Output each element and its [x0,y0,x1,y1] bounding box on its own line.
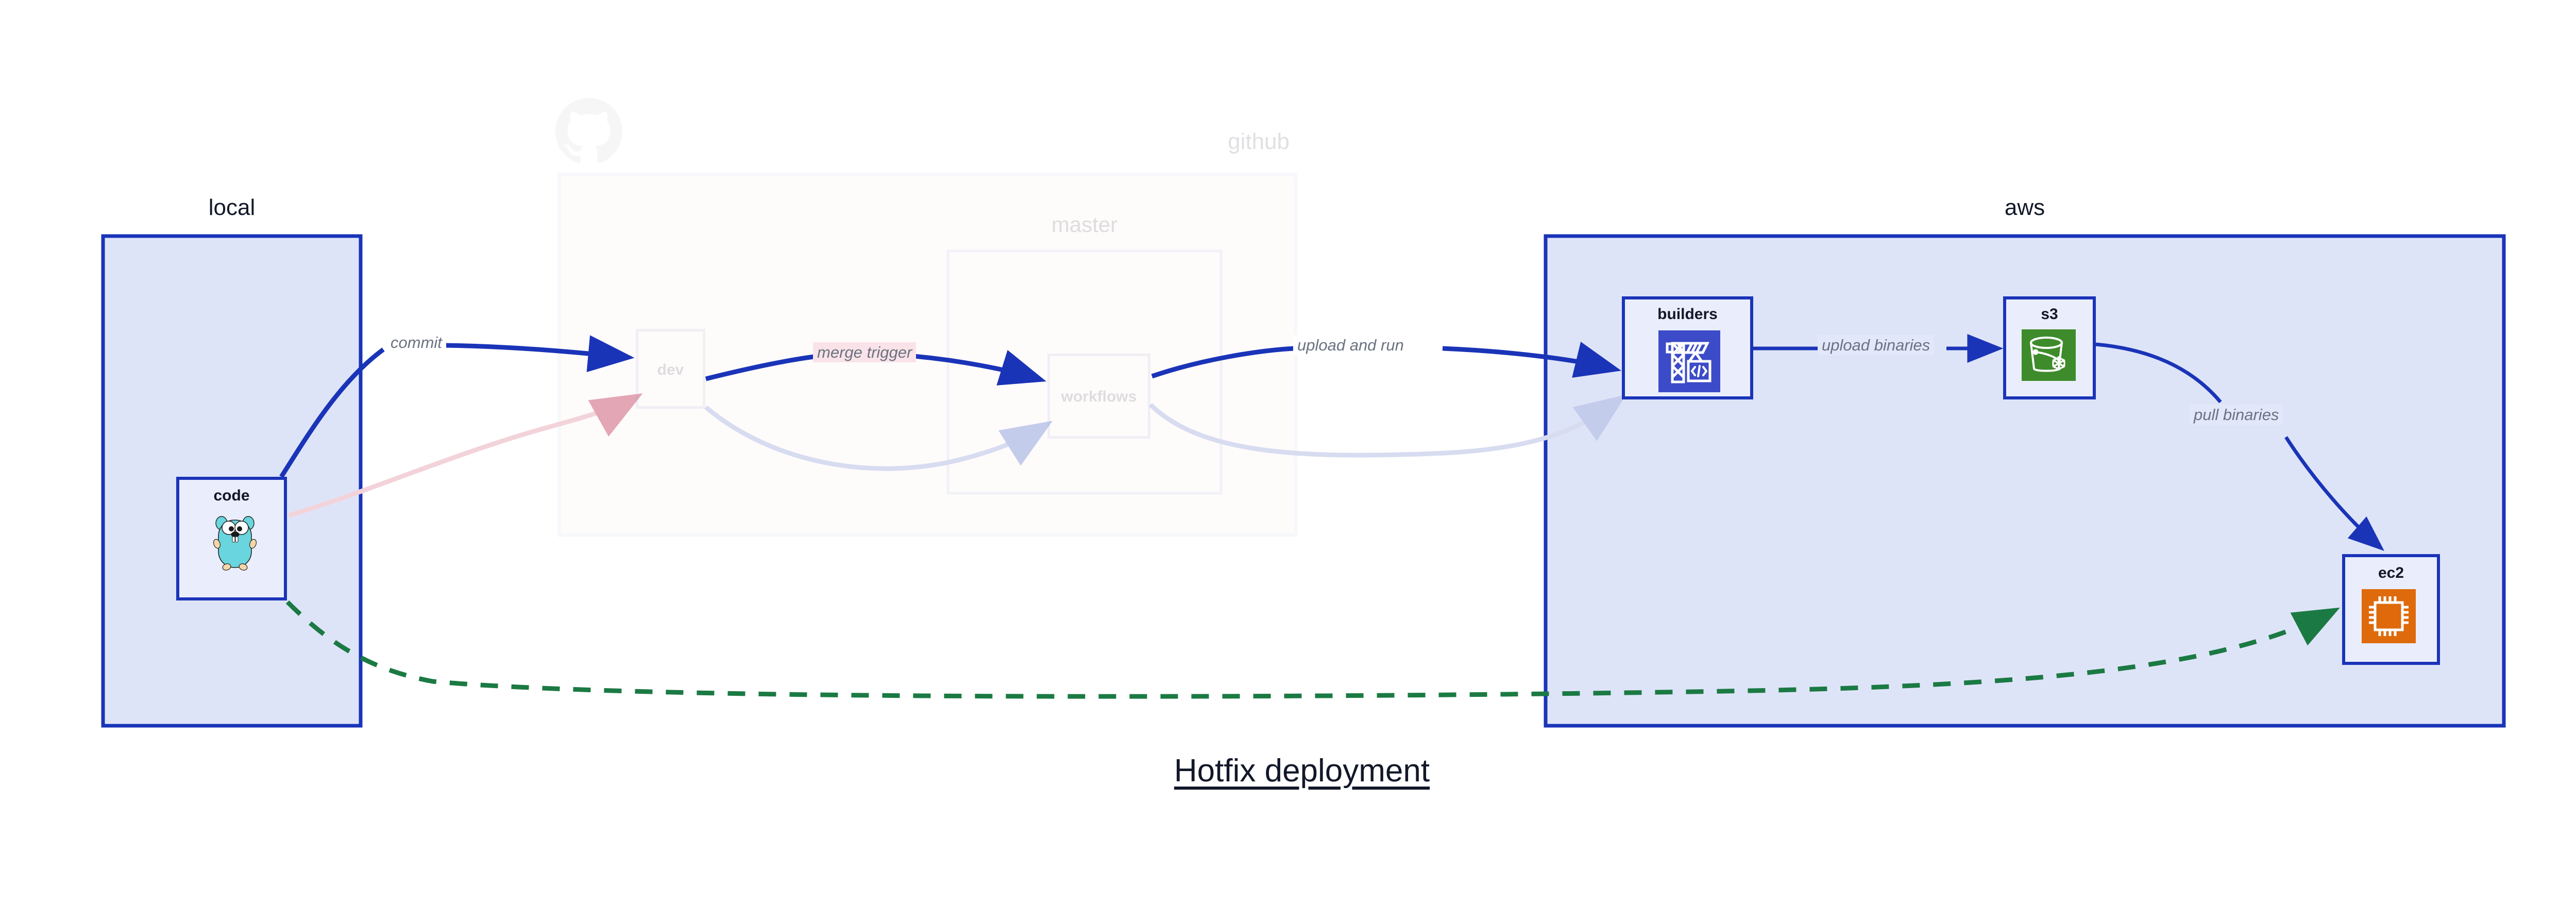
node-label-workflows: workflows [1061,388,1137,405]
go-gopher-glyph [213,516,257,571]
edge-pull-binaries [2095,342,2222,404]
edge-upload-and-run [1151,346,1295,379]
edge-merge-trigger-tail [907,349,1046,386]
edge-hotfix-direct [285,600,2340,699]
edge-upload-and-run-tail [1442,341,1622,378]
edge-label-commit: commit [386,332,446,353]
node-label-s3: s3 [2041,306,2058,323]
edge-pull-binaries-tail [2284,436,2384,551]
group-github-faded [557,172,1298,537]
node-label-builders: builders [1657,306,1718,323]
edge-faded-dev-workflows [704,405,1053,471]
node-workflows[interactable]: workflows [1047,354,1150,439]
github-octocat-glyph [555,98,622,163]
group-rect-master [946,249,1223,495]
diagram-title: Hotfix deployment [1174,753,1430,789]
s3-bucket-glacier-icon [2022,329,2076,381]
edge-label-upload-and-run: upload and run [1293,335,1408,355]
edge-faded-code-dev [287,393,643,518]
edge-label-pull-binaries: pull binaries [2190,405,2283,425]
group-label-aws: aws [2004,195,2045,220]
ec2-cpu-chip-icon [2362,589,2416,643]
s3-bucket-glacier-glyph [2022,329,2076,381]
crane-code-icon [1658,330,1720,392]
edge-merge-trigger [705,354,815,381]
edge-commit-tail [444,335,635,373]
node-label-dev: dev [657,361,684,378]
node-code[interactable]: code [176,477,287,600]
group-label-local: local [208,195,256,220]
ec2-cpu-chip-glyph [2362,589,2416,643]
node-ec2[interactable]: ec2 [2342,554,2440,665]
edge-faded-workflows-builders [1148,394,1626,458]
group-label-master: master [1051,212,1118,237]
github-octocat-icon [555,98,622,165]
edge-label-merge-trigger: merge trigger [813,342,917,362]
node-builders[interactable]: builders [1622,296,1753,399]
edge-commit [279,347,385,478]
node-label-code: code [213,487,250,504]
node-s3[interactable]: s3 [2003,296,2096,399]
node-dev[interactable]: dev [636,329,705,409]
node-label-ec2: ec2 [2378,564,2404,581]
go-gopher-icon [211,512,259,571]
group-label-github: github [1228,129,1290,154]
edge-label-upload-binaries: upload binaries [1818,335,1935,355]
crane-code-glyph [1658,330,1720,392]
group-rect-github [557,172,1298,537]
